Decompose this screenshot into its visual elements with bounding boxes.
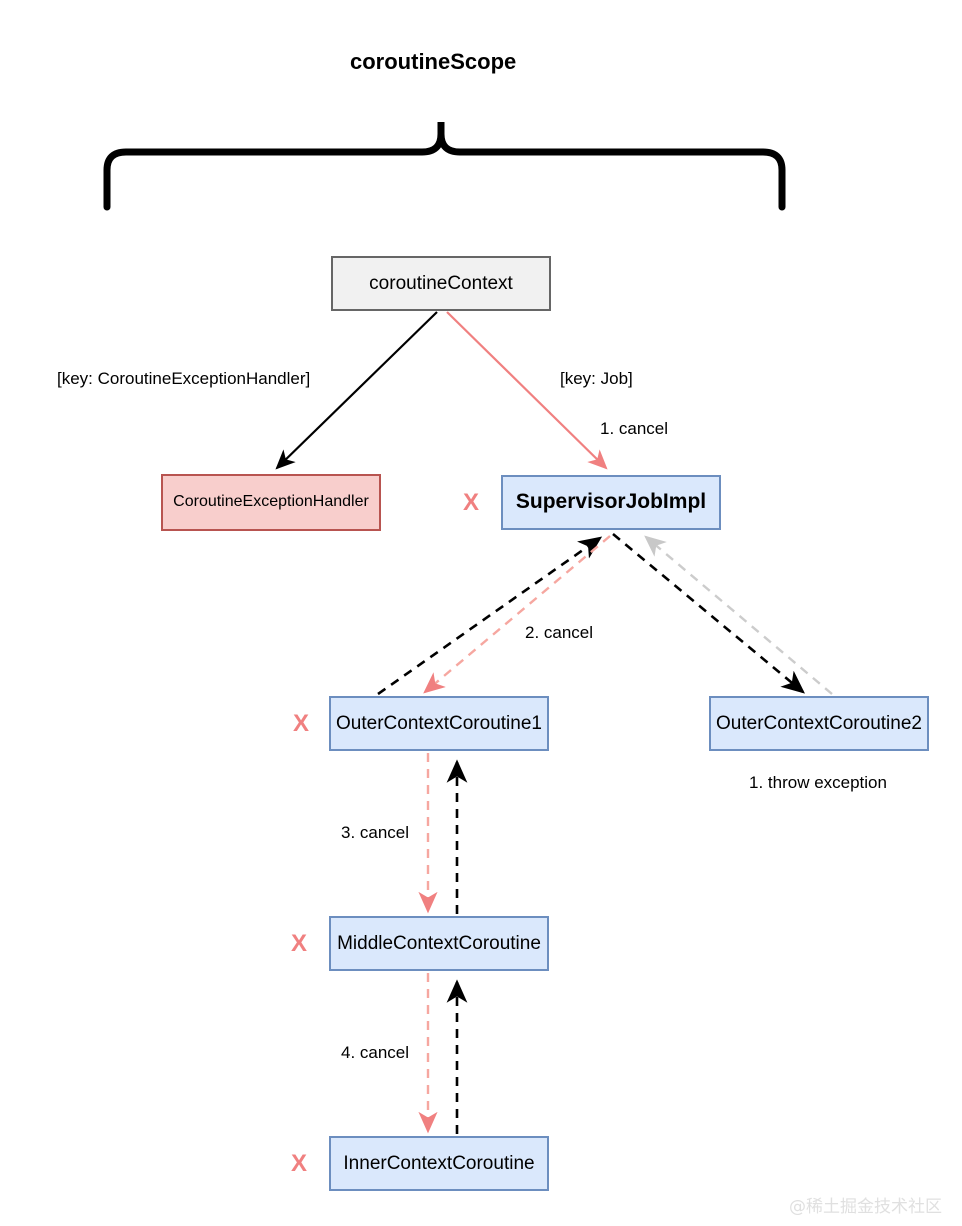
scope-brace (103, 122, 786, 211)
node-coroutine-context[interactable]: coroutineContext (331, 256, 551, 311)
node-inner-context-coroutine[interactable]: InnerContextCoroutine (329, 1136, 549, 1191)
node-outer-context-coroutine-2[interactable]: OuterContextCoroutine2 (709, 696, 929, 751)
cancel-x-icon-outer-context-coroutine-1: X (293, 710, 310, 737)
edge-context-to-handler (275, 311, 438, 470)
edge-supervisorjob-to-outer1-cancel (423, 535, 611, 694)
cancel-x-icon-inner-context-coroutine: X (291, 1150, 308, 1177)
edge-outer1-to-supervisorjob (377, 536, 603, 696)
node-outer-context-coroutine-1-label: OuterContextCoroutine1 (336, 712, 542, 734)
edge-outer2-to-supervisorjob (644, 535, 833, 695)
node-supervisor-job-impl-label: SupervisorJobImpl (515, 490, 707, 514)
edge-label-step3-cancel: 3. cancel (341, 823, 410, 842)
node-middle-context-coroutine[interactable]: MiddleContextCoroutine (329, 916, 549, 971)
edge-context-to-supervisorjob (446, 311, 608, 470)
watermark: @稀土掘金技术社区 (789, 1197, 942, 1217)
node-supervisor-job-impl[interactable]: SupervisorJobImpl (501, 475, 721, 530)
edge-label-key-job: [key: Job] (560, 369, 633, 388)
node-coroutine-exception-handler-label: CoroutineExceptionHandler (173, 493, 369, 511)
edge-label-key-coroutine-exception-handler: [key: CoroutineExceptionHandler] (57, 369, 311, 388)
cancel-x-icon-supervisor-job: X (463, 489, 480, 516)
node-coroutine-exception-handler[interactable]: CoroutineExceptionHandler (161, 474, 381, 531)
node-inner-context-coroutine-label: InnerContextCoroutine (343, 1152, 535, 1174)
node-outer-context-coroutine-2-label: OuterContextCoroutine2 (716, 712, 922, 734)
diagram-title: coroutineScope (350, 49, 517, 74)
node-middle-context-coroutine-label: MiddleContextCoroutine (337, 932, 541, 954)
edge-label-step2-cancel: 2. cancel (525, 623, 594, 642)
cancel-x-icon-middle-context-coroutine: X (291, 930, 308, 957)
node-coroutine-context-label: coroutineContext (369, 272, 513, 294)
edge-label-step4-cancel: 4. cancel (341, 1043, 410, 1062)
edge-label-step1-cancel: 1. cancel (600, 419, 669, 438)
edge-supervisorjob-to-outer2 (612, 533, 805, 694)
edge-label-step1-throw-exception: 1. throw exception (749, 773, 887, 792)
node-outer-context-coroutine-1[interactable]: OuterContextCoroutine1 (329, 696, 549, 751)
